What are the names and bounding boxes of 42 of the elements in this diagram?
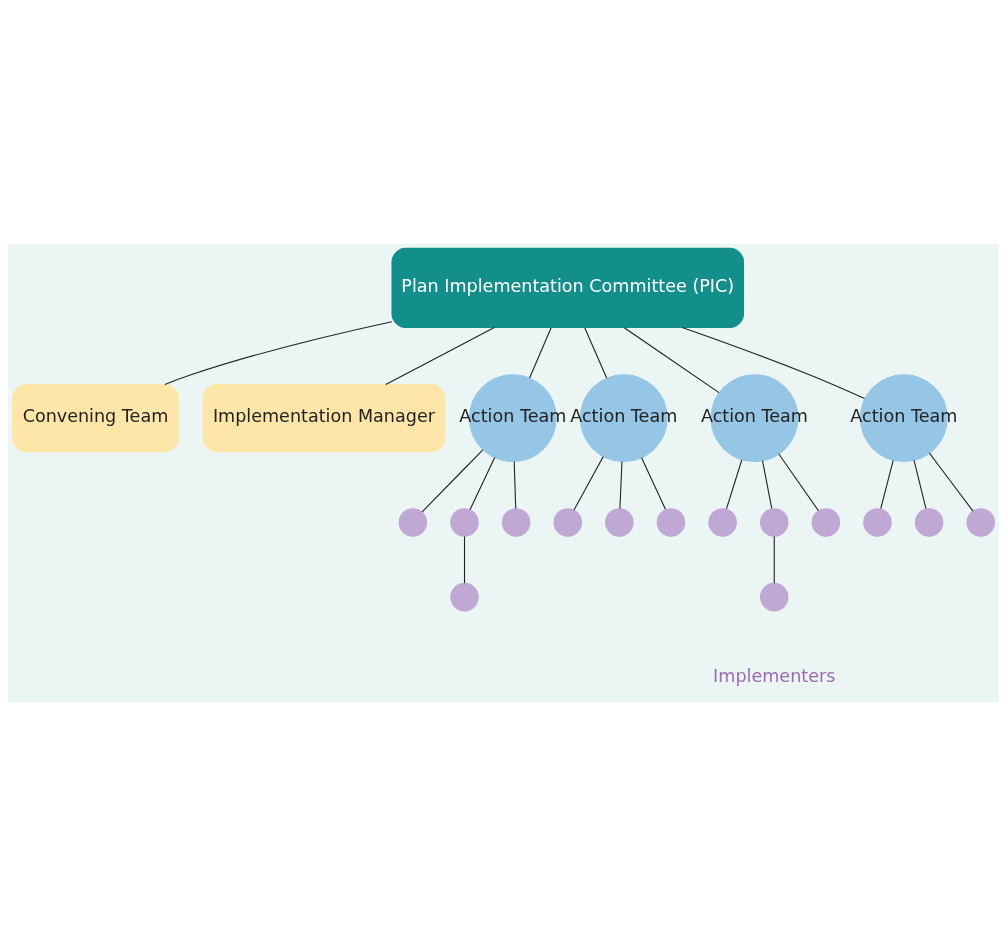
node-circle (863, 507, 892, 537)
node-label: Action Team (700, 405, 808, 426)
node-circle (708, 507, 737, 537)
connector (164, 320, 393, 385)
connector (469, 456, 496, 510)
connector (619, 460, 623, 509)
node-box: Convening Team (12, 383, 179, 452)
node-circle (656, 507, 686, 537)
node-circle (811, 507, 841, 537)
node-circle (759, 582, 789, 611)
connector (928, 452, 974, 512)
connector (761, 459, 773, 509)
connector (573, 455, 604, 511)
connector (463, 535, 466, 584)
node-circle (914, 507, 944, 537)
connector (584, 326, 608, 378)
node-box: Plan Implementation Committee (PIC) (391, 247, 745, 328)
connector (513, 460, 517, 509)
connector (529, 326, 552, 378)
connector (421, 448, 484, 512)
node-circle (398, 507, 428, 537)
node-circle (450, 582, 479, 611)
node-circle (759, 507, 789, 537)
connector (681, 326, 866, 399)
connector (913, 459, 927, 509)
node-label: Action Team (570, 405, 678, 426)
node-circle (605, 507, 634, 537)
node-label: Action Team (459, 405, 567, 426)
node-circle (553, 507, 583, 537)
connector (880, 459, 894, 509)
node-circle (501, 507, 531, 537)
node-circle (966, 507, 995, 537)
label: Implementers (713, 665, 836, 686)
connector (773, 535, 775, 584)
connector (623, 326, 720, 393)
node-box: Implementation Manager (202, 383, 446, 452)
node-label: Action Team (850, 405, 958, 426)
connector (778, 453, 820, 511)
connector (725, 458, 743, 509)
connector (385, 326, 495, 385)
node-circle (450, 507, 479, 537)
connector (641, 456, 666, 510)
